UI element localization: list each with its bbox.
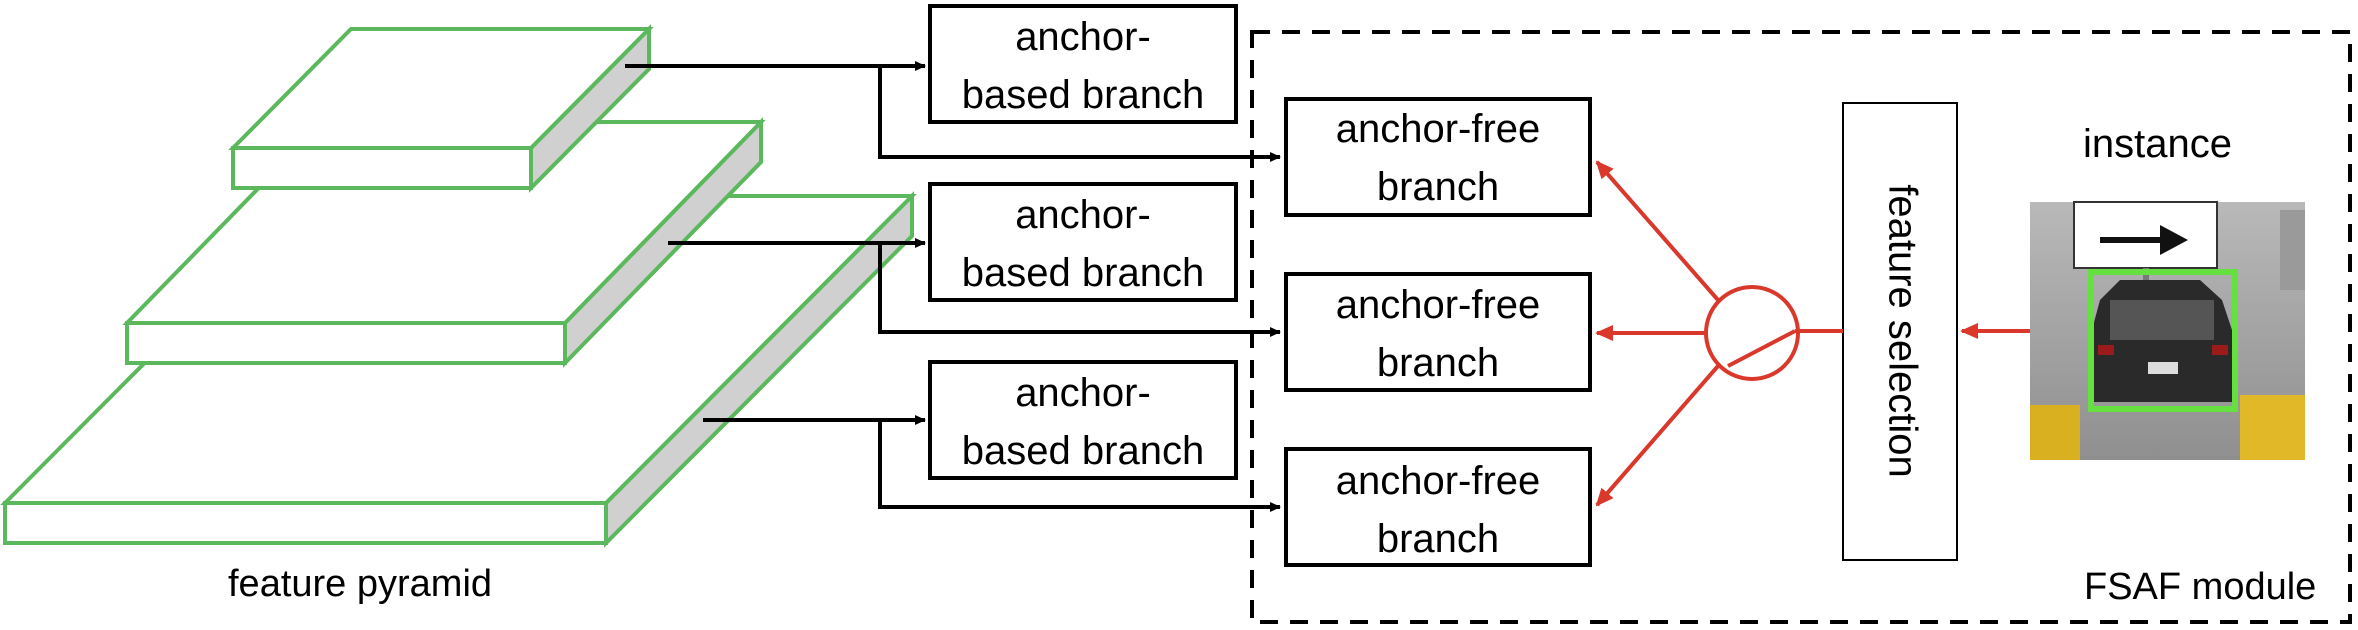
anchor-based-branch-3-line2: based branch	[962, 429, 1204, 473]
car-silhouette	[2092, 280, 2232, 402]
anchor-free-branch-3-line2: branch	[1377, 517, 1499, 561]
anchor-free-branch-2: anchor-free branch	[1284, 272, 1592, 392]
selection-switch	[1595, 160, 2030, 507]
anchor-free-branch-3: anchor-free branch	[1284, 447, 1592, 567]
feature-selection-label: feature selection	[1880, 184, 1924, 478]
anchor-free-branch-2-line1: anchor-free	[1336, 283, 1541, 327]
instance-bounding-box	[2088, 269, 2238, 412]
anchor-free-branch-3-line1: anchor-free	[1336, 459, 1541, 503]
anchor-based-branch-1-line1: anchor-	[1015, 15, 1151, 59]
anchor-based-branch-1: anchor- based branch	[928, 4, 1238, 124]
anchor-based-branch-3-line1: anchor-	[1015, 371, 1151, 415]
anchor-based-branch-2: anchor- based branch	[928, 182, 1238, 302]
instance-image	[2030, 201, 2305, 460]
anchor-free-branch-1-line1: anchor-free	[1336, 107, 1541, 151]
pyramid-connectors	[625, 61, 1281, 512]
instance-label: instance	[2083, 122, 2232, 166]
anchor-free-branch-1: anchor-free branch	[1284, 97, 1592, 217]
anchor-free-branch-1-line2: branch	[1377, 165, 1499, 209]
anchor-based-branch-2-line2: based branch	[962, 251, 1204, 295]
anchor-based-branch-3: anchor- based branch	[928, 360, 1238, 480]
feature-selection-box: feature selection	[1842, 102, 1958, 561]
arrow-sign-icon	[2100, 225, 2188, 255]
anchor-based-branch-1-line2: based branch	[962, 73, 1204, 117]
fsaf-module-label: FSAF module	[2084, 566, 2316, 608]
anchor-free-branch-2-line2: branch	[1377, 341, 1499, 385]
pyramid-level-top	[228, 24, 654, 193]
feature-pyramid-caption: feature pyramid	[228, 563, 492, 605]
anchor-based-branch-2-line1: anchor-	[1015, 193, 1151, 237]
fsaf-module-frame	[1250, 30, 2352, 624]
